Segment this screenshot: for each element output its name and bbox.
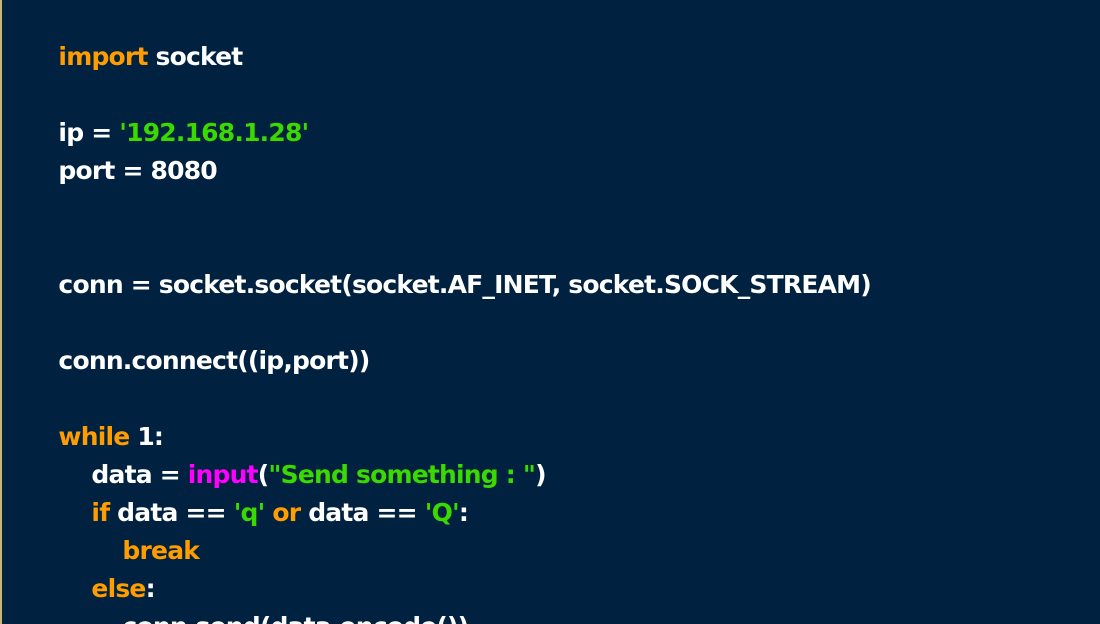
- code-line-4: port = 8080: [11, 114, 871, 185]
- port-assignment: port = 8080: [58, 156, 217, 185]
- keyword-while: while: [58, 422, 130, 451]
- else-colon: :: [145, 574, 156, 603]
- keyword-else: else: [91, 574, 146, 603]
- string-q-upper: 'Q': [424, 498, 460, 527]
- data-assignment: data =: [91, 460, 188, 489]
- code-line-6: [11, 190, 871, 228]
- keyword-if: if: [91, 498, 110, 527]
- code-line-14: break: [11, 494, 871, 565]
- code-line-16: conn.send(data.encode()): [11, 570, 871, 624]
- if-compare-1: data ==: [109, 498, 234, 527]
- code-line-12: data = input("Send something : "): [11, 418, 871, 489]
- if-colon: :: [458, 498, 469, 527]
- module-name: socket: [147, 42, 243, 71]
- code-line-15: else:: [11, 532, 871, 603]
- if-compare-2: data ==: [300, 498, 425, 527]
- close-paren: ): [535, 460, 546, 489]
- builtin-input: input: [187, 460, 259, 489]
- connect-call: conn.connect((ip,port)): [58, 346, 370, 375]
- code-line-7: conn = socket.socket(socket.AF_INET, soc…: [11, 228, 871, 299]
- code-line-1: import socket: [11, 0, 871, 71]
- code-line-11: while 1:: [11, 380, 871, 451]
- keyword-import: import: [58, 42, 148, 71]
- open-paren: (: [257, 460, 269, 489]
- keyword-or: or: [264, 498, 301, 527]
- ip-string: '192.168.1.28': [119, 118, 309, 147]
- ip-assignment: ip =: [58, 118, 120, 147]
- code-line-9: conn.connect((ip,port)): [11, 304, 871, 375]
- keyword-break: break: [122, 536, 200, 565]
- code-line-13: if data == 'q' or data == 'Q':: [11, 456, 871, 527]
- socket-creation: conn = socket.socket(socket.AF_INET, soc…: [58, 270, 871, 299]
- send-call: conn.send(data.encode()): [122, 612, 469, 624]
- string-q-lower: 'q': [233, 498, 266, 527]
- code-block[interactable]: import socket ip = '192.168.1.28' port =…: [11, 0, 871, 624]
- code-line-3: ip = '192.168.1.28': [11, 76, 871, 147]
- prompt-string: "Send something : ": [268, 460, 536, 489]
- while-condition: 1:: [129, 422, 164, 451]
